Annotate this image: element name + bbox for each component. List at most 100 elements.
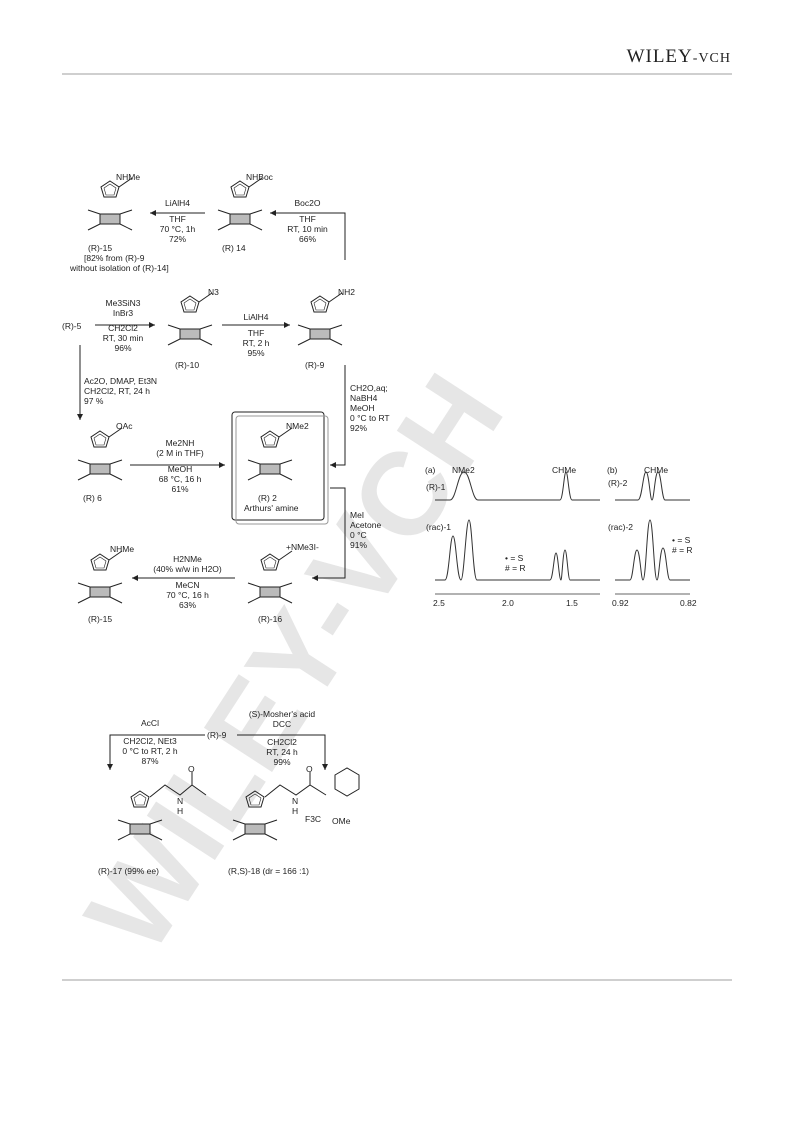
reagent-line: DCC [272,719,292,729]
reagent-line: 95% [247,348,265,358]
reagent-line: 96% [114,343,132,353]
label-R9: (R)-9 [305,360,325,370]
nmr-trace-rac1: (rac)-1 [426,522,452,532]
reagent-line: THF [299,214,316,224]
brand-sub: VCH [698,51,731,66]
reagent-line: CH2O,aq; [350,383,388,393]
reagent-line: H2NMe [173,554,202,564]
sub-nhme-bot: NHMe [110,544,135,554]
struct-R16 [247,550,293,604]
reagent-line: 68 °C, 16 h [158,474,202,484]
s2-O-18: O [306,764,313,774]
reagent-line: (40% w/w in H2O) [153,564,222,574]
trace-R1-line [435,471,600,501]
reagent-line: 97 % [84,396,104,406]
label-R15-bot: (R)-15 [88,614,113,624]
struct-RS18 [232,790,278,841]
sub-n3: N3 [208,287,219,297]
reagent-line: (S)-Mosher's acid [248,709,316,719]
reagent-line: CH2Cl2 [267,737,297,747]
note-82: [82% from (R)-9 [84,253,145,263]
reagent-boc2o: Boc2O THF RT, 10 min 66% [280,198,335,244]
reagent-line: LiAlH4 [243,312,269,322]
nmr-b-chme: CHMe [644,465,669,475]
s2-H-18: H [292,806,299,816]
reagent-line: 91% [350,540,368,550]
reagent-line: RT, 30 min [102,333,144,343]
struct-R15-top [87,177,133,231]
reagent-line: CH2Cl2 [108,323,138,333]
struct-R6 [77,427,123,481]
label-R17: (R)-17 (99% ee) [98,866,159,876]
s2-N-17: N [177,796,184,806]
nmr-b-label: (b) [607,465,618,475]
nmr-legend-R: # = R [505,563,526,573]
nmr-b-tick-0: 0.92 [612,598,629,608]
header-rule [62,73,732,75]
label-R15-top: (R)-15 [88,243,113,253]
struct-R17 [117,790,163,841]
reagent-me2nh: Me2NH (2 M in THF) MeOH 68 °C, 16 h 61% [140,438,220,494]
publisher-logo: WILEY-VCH [627,46,731,68]
reagent-line: NaBH4 [350,393,378,403]
label-R10: (R)-10 [175,360,200,370]
trace-rac2-line [615,519,690,581]
nmr-b-tick-1: 0.82 [680,598,697,608]
nmr-a-nme2: NMe2 [452,465,475,475]
reagent-line: RT, 10 min [287,224,328,234]
reagent-line: InBr3 [112,308,134,318]
reagent-line: MeOH [350,403,375,413]
struct-R15-bot [77,550,123,604]
reagent-line: 0 °C to RT [350,413,390,423]
reagent-line: 0 °C to RT, 2 h [122,746,178,756]
reagent-line: THF [247,328,265,338]
nmr-trace-rac2: (rac)-2 [608,522,634,532]
reagent-lialh4-2: LiAlH4 THF RT, 2 h 95% [225,312,287,358]
reagent-ch2o: CH2O,aq; NaBH4 MeOH 0 °C to RT 92% [350,383,390,433]
struct-R14 [217,177,263,231]
reagent-line: 92% [350,423,368,433]
reagent-line: Ac2O, DMAP, Et3N [84,376,158,386]
reagent-line: 63% [178,600,196,610]
note-without: without isolation of (R)-14] [70,263,169,273]
reagent-accl: AcCl CH2Cl2, NEt3 0 °C to RT, 2 h 87% [110,718,190,766]
nmr-a-label: (a) [425,465,436,475]
reagent-line: CH2Cl2, NEt3 [123,736,177,746]
reagent-line: RT, 24 h [266,747,298,757]
sub-oac: OAc [116,421,133,431]
reagent-line: MeOH [167,464,193,474]
sub-nhboc: NHBoc [246,172,273,182]
reagent-line: 72% [168,234,186,244]
struct-R2 [247,427,293,481]
reagent-line: Boc2O [294,198,321,208]
label-R5: (R)-5 [62,321,82,331]
reagent-line: AcCl [141,718,159,728]
reagent-line: Acetone [350,520,382,530]
reagent-line: 0 °C [350,530,367,540]
scheme2-start: (R)-9 [207,730,227,740]
nmr-b-legend-S: • = S [672,535,691,545]
nmr-trace-R1: (R)-1 [426,482,446,492]
struct-R10 [167,292,213,346]
reagent-line: MeI [350,510,365,520]
reagent-mosher: (S)-Mosher's acid DCC CH2Cl2 RT, 24 h 99… [242,709,322,767]
trace-rac1-line [435,519,600,581]
s2-O-17: O [188,764,195,774]
reagent-line: MeCN [175,580,200,590]
reagent-line: Me2NH [165,438,195,448]
reagent-line: 66% [298,234,316,244]
nmr-a-tick-2: 1.5 [566,598,578,608]
s2-F3C: F3C [305,814,322,824]
label-R6: (R) 6 [83,493,102,503]
reagent-lialh4-1: LiAlH4 THF 70 °C, 1h 72% [150,198,205,244]
reagent-line: RT, 2 h [242,338,270,348]
reagent-line: THF [169,214,186,224]
nmr-a-tick-1: 2.0 [502,598,514,608]
reagent-ac2o: Ac2O, DMAP, Et3N CH2Cl2, RT, 24 h 97 % [84,376,157,406]
reagent-line: CH2Cl2, RT, 24 h [84,386,150,396]
brand-sep: - [692,51,699,66]
reagent-me3sin3: Me3SiN3 InBr3 CH2Cl2 RT, 30 min 96% [92,298,154,353]
s2-H-17: H [177,806,184,816]
struct-R9 [297,292,343,346]
